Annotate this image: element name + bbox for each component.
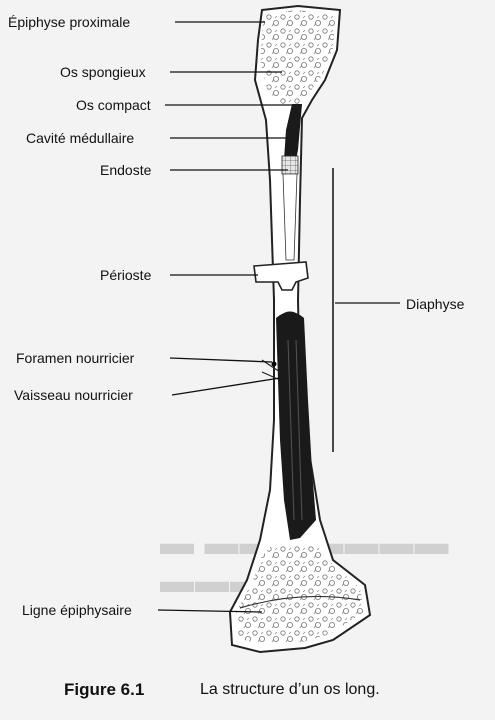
endosteum-upper xyxy=(281,155,299,175)
label-foramen-nourricier: Foramen nourricier xyxy=(16,350,135,366)
figure-number: Figure 6.1 xyxy=(64,680,145,699)
periosteum-band xyxy=(253,261,309,291)
leader-lines xyxy=(157,21,400,613)
label-os-compact: Os compact xyxy=(76,97,151,113)
label-cavite-medullaire: Cavité médullaire xyxy=(26,130,135,146)
label-vaisseau-nourricier: Vaisseau nourricier xyxy=(14,387,133,403)
figure-title: La structure d’un os long. xyxy=(200,681,380,698)
label-endoste: Endoste xyxy=(100,162,152,178)
label-perioste: Périoste xyxy=(100,267,152,283)
label-os-spongieux: Os spongieux xyxy=(60,64,146,80)
label-diaphyse: Diaphyse xyxy=(406,296,465,312)
distal-epiphyseal-line xyxy=(239,595,361,609)
distal-spongy-bone xyxy=(236,545,364,645)
nutrient-foramen xyxy=(271,361,277,367)
shaft-shading xyxy=(287,339,303,521)
medullary-cavity-upper xyxy=(282,173,298,261)
label-epiphyse-proximale: Épiphyse proximale xyxy=(8,14,131,30)
label-ligne-epiphysaire: Ligne épiphysaire xyxy=(22,602,132,618)
compact-bone-upper xyxy=(284,104,302,160)
compact-bone-lower xyxy=(276,312,316,540)
proximal-spongy-bone xyxy=(260,10,336,104)
